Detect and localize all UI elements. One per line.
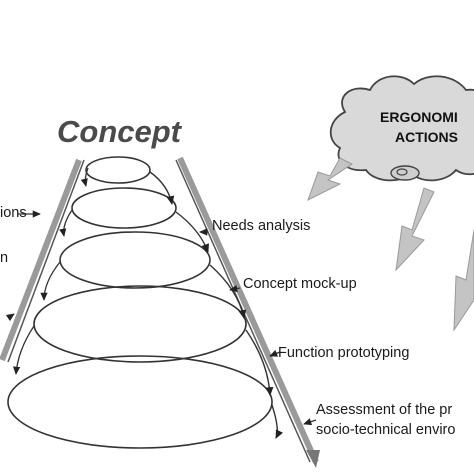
left-arrow-2: [59, 209, 73, 237]
left-arrow-3: [40, 261, 61, 301]
label-needs-analysis: Needs analysis: [212, 218, 310, 234]
cloud-arrow-2: [395, 187, 435, 272]
left-arrow-1: [80, 167, 89, 187]
left-arrow-4: [12, 325, 35, 375]
label-assessment-line1: Assessment of the pr: [316, 402, 452, 418]
cloud-text-line1: ERGONOMI: [380, 109, 458, 125]
label-function-prototyping: Function prototyping: [278, 345, 409, 361]
concept-title: Concept: [57, 114, 183, 149]
spiral-loop-5: [7, 355, 273, 449]
spiral-connector-1: [149, 171, 175, 205]
cloud-text-line2: ACTIONS: [395, 129, 458, 145]
cloud-arrow-1: [307, 157, 353, 202]
label-left-ions: ions: [0, 205, 27, 221]
spiral-loop-1: [85, 156, 151, 184]
pointer-assessment: [303, 418, 317, 426]
funnel-left-wall-edge: [7, 159, 85, 363]
pointer-function: [269, 349, 281, 357]
cloud-arrow-3: [453, 229, 474, 332]
cloud-puff-tiny: [396, 168, 408, 176]
label-left-n: n: [0, 250, 8, 266]
label-assessment-line2: socio-technical enviro: [316, 422, 455, 438]
funnel-right-arrowhead: [306, 450, 320, 468]
spiral-loop-2: [71, 187, 177, 229]
spiral-connector-5: [271, 404, 284, 439]
spiral-connector-2: [175, 211, 210, 253]
pointer-left-2: [5, 313, 15, 322]
cloud-puff-small: [390, 165, 420, 181]
funnel-right-wall: [177, 156, 319, 464]
funnel-right-wall-edge: [175, 159, 311, 463]
spiral-connector-4: [245, 329, 274, 396]
funnel-left-wall: [0, 158, 82, 362]
spiral-loop-4: [33, 285, 247, 363]
pointer-mockup: [229, 285, 241, 293]
label-concept-mockup: Concept mock-up: [243, 276, 357, 292]
spiral-loop-3: [59, 231, 211, 289]
